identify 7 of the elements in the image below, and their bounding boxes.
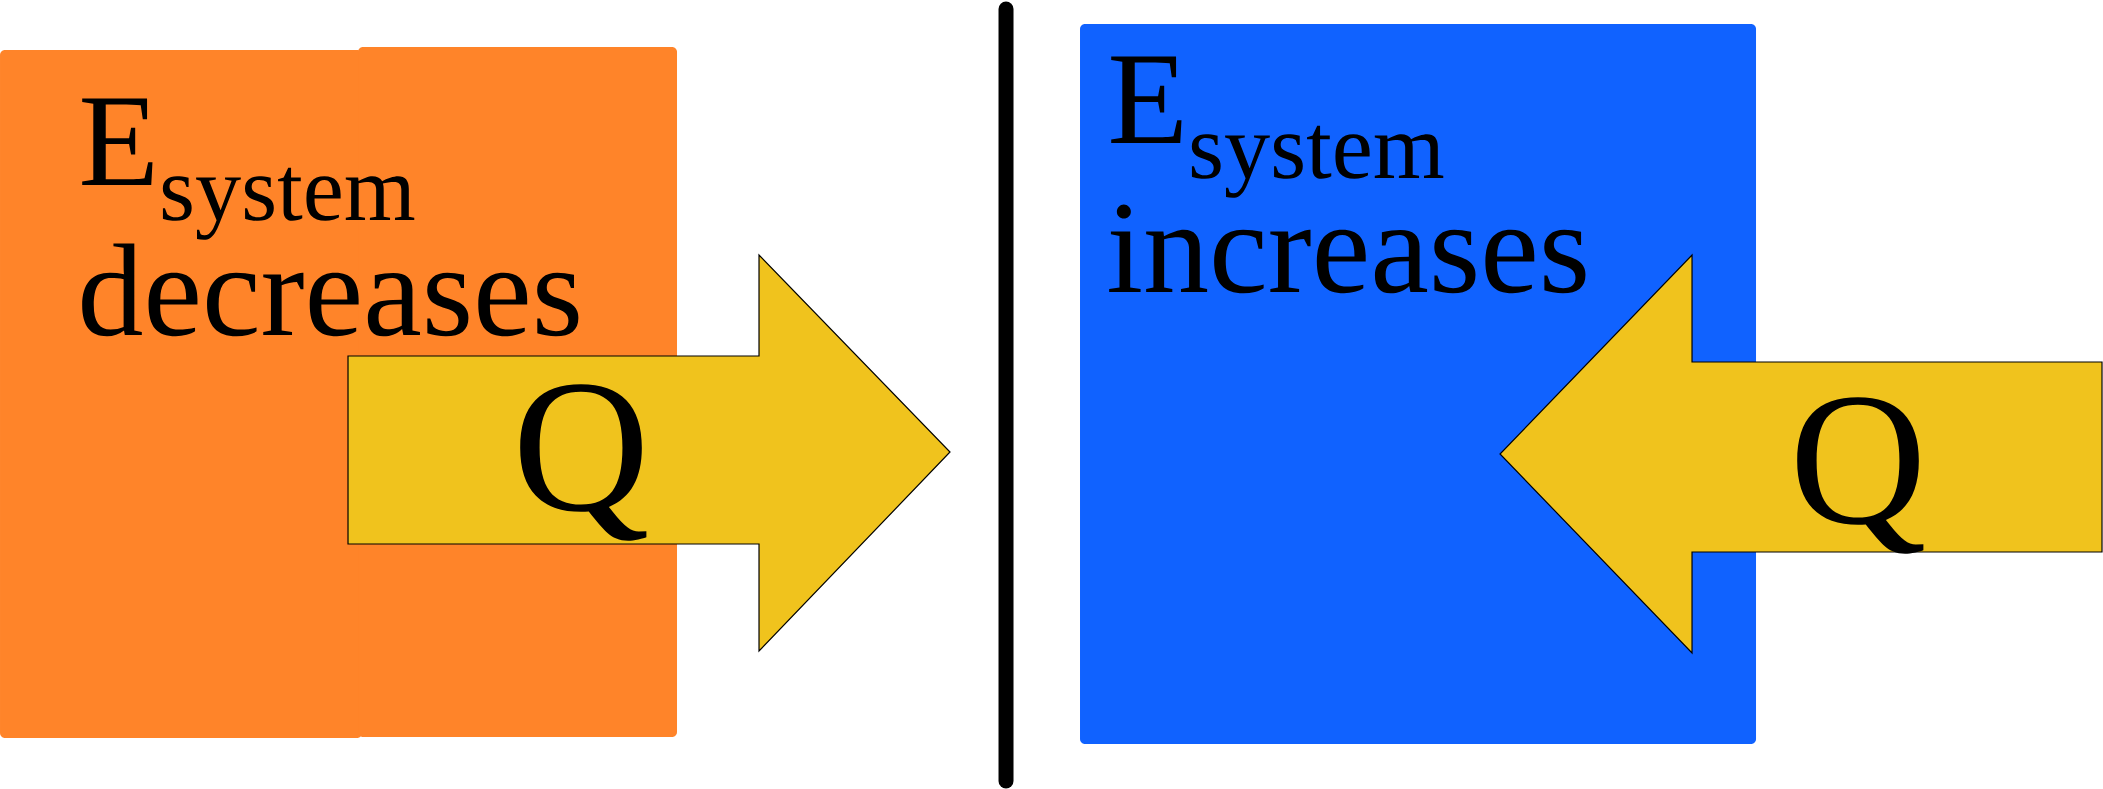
box-heading: E$_{system}$ [82,98,415,240]
box-text: increases [1109,204,1586,294]
arrow-label: Q [520,384,647,541]
box-text: decreases [82,243,579,337]
box-heading: E$_{system}$ [1111,56,1444,198]
system-box [1080,24,1756,744]
arrow-label: Q [1797,397,1924,554]
